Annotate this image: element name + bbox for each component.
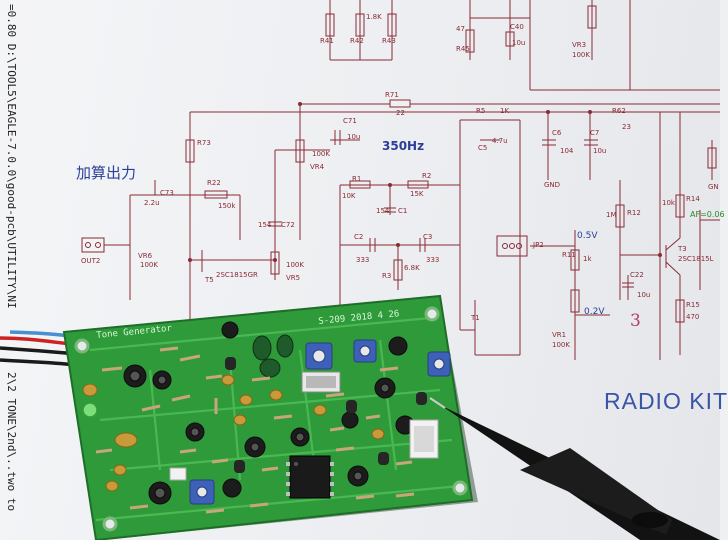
radio-kit-text: RADIO KIT	[604, 388, 728, 414]
vr1-value: 100K	[552, 341, 570, 349]
c6-label: C6	[552, 129, 562, 137]
r11-label: R11	[562, 251, 576, 259]
r2-value: 15K	[410, 190, 424, 198]
r15-label: R15	[686, 301, 700, 309]
c73-value: 2.2u	[144, 199, 160, 207]
c5-label: C5	[478, 144, 488, 152]
out2-label: OUT2	[81, 257, 101, 265]
c1-label: C1	[398, 207, 408, 215]
c7-label: C7	[590, 129, 600, 137]
c73-label: C73	[160, 189, 174, 197]
r62-value: 23	[622, 123, 631, 131]
vr6-label: VR6	[138, 252, 153, 260]
r41-label: R41	[320, 37, 334, 45]
vr6-value: 100K	[140, 261, 158, 269]
r42-value: 1.8K	[366, 13, 382, 21]
c72-label: C72	[281, 221, 295, 229]
vr4-value: 100K	[312, 150, 330, 158]
r71-value: 22	[396, 109, 405, 117]
c22-value: 10u	[637, 291, 651, 299]
r12-value: 1M	[606, 211, 617, 219]
summing-output-heading: 加算出力	[76, 164, 137, 182]
r5-value: 1K	[500, 107, 510, 115]
t5-label: T5	[205, 276, 214, 284]
c2-label: C2	[354, 233, 364, 241]
side-file-path-lower: 2\2 TONE\2nd\..two to	[5, 372, 18, 512]
side-file-path: =0.80 D:\TOOL5\EAGLE-7.0.0\good-pcb\UTIL…	[5, 4, 18, 309]
r3-label: R3	[382, 272, 392, 280]
c40-label: C40	[510, 23, 524, 31]
af-label: AF=0.06	[690, 210, 725, 219]
r11-value: 1k	[583, 255, 592, 263]
handwritten-number: 3	[630, 311, 641, 331]
r22-value: 150k	[218, 202, 236, 210]
r62-label: R62	[612, 107, 626, 115]
vr3-label: VR3	[572, 41, 587, 49]
r42-label: R42	[350, 37, 364, 45]
vr4-label: VR4	[310, 163, 325, 171]
r14-value: 10k	[662, 199, 675, 207]
vr1-label: VR1	[552, 331, 567, 339]
r5-label: R5	[476, 107, 486, 115]
c22-label: C22	[630, 271, 644, 279]
r1-value: 10K	[342, 192, 356, 200]
r22-label: R22	[207, 179, 221, 187]
c6-value: 104	[560, 147, 574, 155]
c1-value: 154	[376, 207, 390, 215]
r73-label: R73	[197, 139, 211, 147]
c71-value: 10u	[347, 133, 361, 141]
r71-label: R71	[385, 91, 399, 99]
t5-value: 2SC1815GR	[216, 271, 258, 279]
c5-value: 4.7u	[492, 137, 508, 145]
frequency-label: 350Hz	[382, 139, 425, 153]
r43-label: R43	[382, 37, 396, 45]
c7-value: 10u	[593, 147, 607, 155]
c71-label: C71	[343, 117, 357, 125]
r3-value: 6.8K	[404, 264, 420, 272]
gn-label: GN	[708, 183, 719, 191]
r15-value: 470	[686, 313, 700, 321]
t3-label: T3	[678, 245, 687, 253]
vr5-value: 100K	[286, 261, 304, 269]
c3-label: C3	[423, 233, 433, 241]
vr5-label: VR5	[286, 274, 301, 282]
c3-value: 333	[426, 256, 440, 264]
r1-label: R1	[352, 175, 362, 183]
gnd-label: GND	[544, 181, 561, 189]
jp2-label: JP2	[533, 241, 544, 249]
voltage-label-1: 0.5V	[577, 231, 598, 241]
vr3-value: 100K	[572, 51, 590, 59]
r14-label: R14	[686, 195, 700, 203]
r2-label: R2	[422, 172, 432, 180]
r45-value: 47	[456, 25, 465, 33]
t3-value: 2SC1815L	[678, 255, 714, 263]
t1-label: T1	[471, 314, 480, 322]
voltage-label-2: 0.2V	[584, 307, 605, 317]
r45-label: R45	[456, 45, 470, 53]
c2-value: 333	[356, 256, 370, 264]
c72-value: 154	[258, 221, 272, 229]
c40-value: 10u	[512, 39, 526, 47]
r12-label: R12	[627, 209, 641, 217]
